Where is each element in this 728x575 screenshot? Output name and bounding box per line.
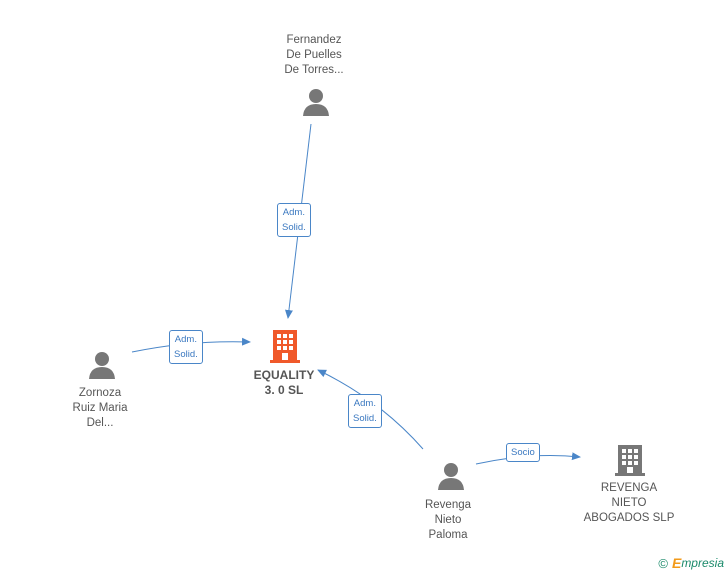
- node-label-fernandez[interactable]: Fernandez De Puelles De Torres...: [284, 34, 344, 76]
- person-icon[interactable]: [303, 89, 329, 116]
- edge-label-revenga-company: Socio: [506, 443, 540, 462]
- building-icon[interactable]: [615, 445, 645, 476]
- edge-label-revenga-equality: Adm. Solid.: [348, 394, 382, 428]
- node-label-zornoza[interactable]: Zornoza Ruiz Maria Del...: [72, 387, 128, 429]
- edge-label-zornoza-equality: Adm. Solid.: [169, 330, 203, 364]
- edge-label-fernandez-equality: Adm. Solid.: [277, 203, 311, 237]
- node-label-revenga-company[interactable]: REVENGA NIETO ABOGADOS SLP: [583, 482, 675, 524]
- person-icon[interactable]: [89, 352, 115, 379]
- copyright-icon: ©: [658, 555, 668, 571]
- node-label-revenga-person[interactable]: Revenga Nieto Paloma: [424, 499, 472, 541]
- person-icon[interactable]: [438, 463, 464, 490]
- node-label-equality[interactable]: EQUALITY 3. 0 SL: [253, 368, 315, 397]
- building-icon[interactable]: [270, 330, 300, 363]
- brand-initial: E: [671, 555, 682, 571]
- brand-name: mpresia: [681, 556, 724, 570]
